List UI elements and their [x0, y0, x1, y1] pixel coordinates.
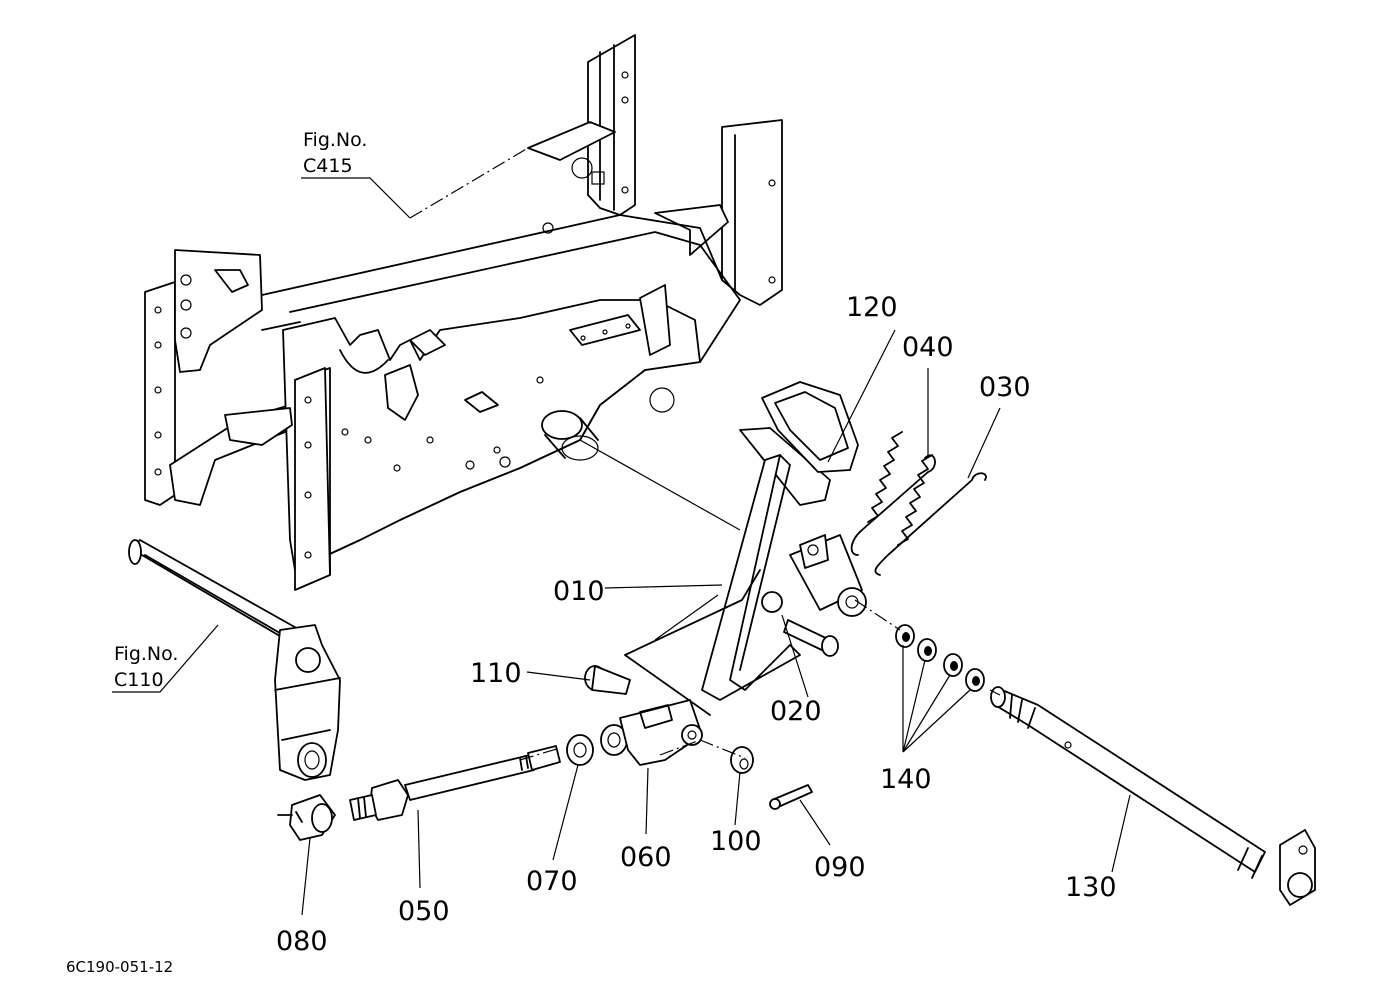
part-label-130: 130 [1065, 872, 1117, 903]
nut-070 [566, 734, 594, 766]
figure-ref-c110: Fig.No. C110 [114, 643, 178, 691]
figure-ref-c415-line1: Fig.No. [303, 129, 367, 151]
bolt-110 [584, 665, 631, 695]
part-label-090: 090 [814, 852, 866, 883]
part-label-140: 140 [880, 764, 932, 795]
figure-code: 6C190-051-12 [66, 958, 173, 976]
rod-130 [990, 686, 1316, 906]
shaft-assembly [128, 539, 341, 781]
part-label-060: 060 [620, 842, 672, 873]
part-label-110: 110 [470, 658, 522, 689]
washers [895, 624, 985, 692]
frame-assembly [144, 34, 783, 591]
springs [850, 431, 987, 576]
part-label-100: 100 [710, 826, 762, 857]
pedal-assembly [624, 381, 867, 716]
rod-050 [349, 745, 561, 821]
figure-ref-c415-line2: C415 [303, 155, 353, 177]
figure-ref-c415: Fig.No. C415 [303, 129, 367, 177]
collar-080 [277, 794, 336, 841]
figure-ref-c110-line2: C110 [114, 669, 164, 691]
part-label-040: 040 [902, 332, 954, 363]
part-label-120: 120 [846, 292, 898, 323]
leader-lines [112, 147, 1131, 916]
part-label-010: 010 [553, 576, 605, 607]
washer-100 [730, 746, 754, 774]
figure-ref-c110-line1: Fig.No. [114, 643, 178, 665]
part-label-080: 080 [276, 926, 328, 957]
part-label-020: 020 [770, 696, 822, 727]
part-label-070: 070 [526, 866, 578, 897]
part-label-050: 050 [398, 896, 450, 927]
yoke-060 [600, 699, 703, 766]
cotter-pin-090 [769, 784, 813, 810]
part-label-030: 030 [979, 372, 1031, 403]
